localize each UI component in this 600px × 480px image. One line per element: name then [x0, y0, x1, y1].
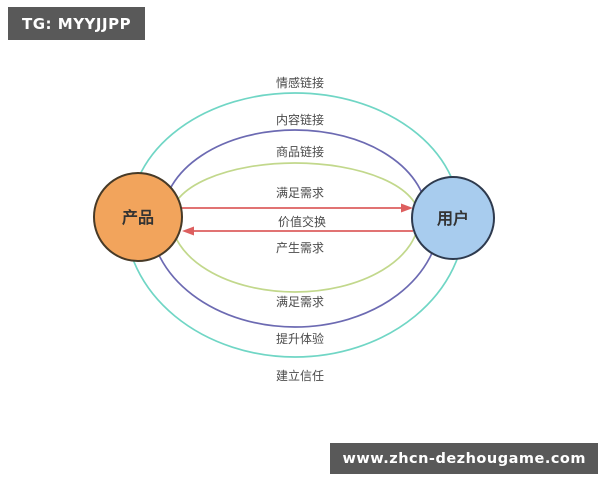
arc-build-trust: [124, 216, 466, 358]
arc-label-emotional-link: 情感链接: [276, 75, 324, 90]
arc-label-build-trust: 建立信任: [276, 368, 324, 383]
node-user: 用户: [411, 176, 495, 260]
website-watermark-badge: www.zhcn-dezhougame.com: [330, 443, 598, 474]
arrow-label-generate-needs: 产生需求: [276, 241, 324, 255]
arrow-right-head-icon: [401, 203, 413, 213]
product-circle: [93, 172, 183, 262]
node-product: 产品: [93, 172, 183, 262]
arc-emotional-link: [129, 92, 461, 218]
arc-content-link: [162, 129, 428, 218]
user-circle: [411, 176, 495, 260]
arc-goods-link: [170, 162, 420, 218]
arc-label-content-link: 内容链接: [276, 112, 324, 127]
arc-label-improve-experience: 提升体验: [276, 331, 324, 346]
product-node-label: 产品: [122, 208, 154, 227]
arc-label-goods-link: 商品链接: [276, 144, 324, 159]
arc-improve-experience: [149, 216, 441, 328]
arrow-left-head-icon: [182, 226, 194, 236]
arrow-label-value-exchange: 价值交换: [278, 214, 326, 229]
arrow-product-to-user: [181, 203, 413, 213]
arrow-label-meet-needs: 满足需求: [276, 186, 324, 200]
arrow-user-to-product: [182, 226, 413, 236]
user-node-label: 用户: [437, 209, 469, 228]
arc-meet-needs: [170, 216, 420, 293]
telegram-watermark-badge: TG: MYYJJPP: [8, 7, 146, 40]
arc-label-meet-needs-bottom: 满足需求: [276, 295, 324, 309]
